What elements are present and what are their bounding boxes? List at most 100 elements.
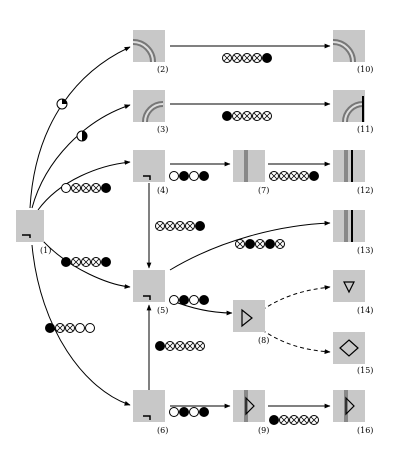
token-2-10-4: [262, 53, 272, 63]
token-cross-4-5-1-b: [166, 222, 174, 230]
corner-glyph-10-inner: [332, 41, 354, 63]
token-cross-7-12-2-b: [290, 172, 298, 180]
edge-1-6: [31, 244, 131, 406]
token-4-7-0: [169, 171, 179, 181]
token-6-9-3: [199, 407, 209, 417]
corner-glyph-3-inner: [144, 103, 164, 123]
node-12-tile: [333, 150, 365, 182]
token-cross-1-4-2-b: [82, 184, 90, 192]
token-4-7-2: [189, 171, 199, 181]
token-cross-1-6-2-b: [66, 324, 74, 332]
token-cross-6-5-4-b: [196, 342, 204, 350]
node-label-15: (15): [357, 366, 374, 375]
node-9-tile: [233, 390, 265, 422]
node-14-tile: [333, 270, 365, 302]
token-5-8-0: [169, 295, 179, 305]
node-label-14: (14): [357, 306, 374, 315]
token-cross-2-10-2-b: [243, 54, 251, 62]
token-cross-9-16-1-b: [280, 416, 288, 424]
token-cross-7-12-1-b: [280, 172, 288, 180]
edge-1-4: [37, 160, 131, 211]
token-1-5-0: [61, 257, 71, 267]
rotation-fill-1-3: [82, 131, 87, 141]
band-13: [344, 210, 348, 242]
node-label-3: (3): [157, 125, 169, 134]
triangle-glyph-16: [345, 396, 355, 416]
node-label-1: (1): [40, 246, 52, 255]
token-5-8-3: [199, 295, 209, 305]
edge-8-14: [261, 285, 331, 311]
node-label-16: (16): [357, 426, 374, 435]
node-label-6: (6): [157, 426, 169, 435]
token-9-16-0: [269, 415, 279, 425]
token-cross-4-5-0-b: [156, 222, 164, 230]
token-cross-3-11-4-b: [263, 112, 271, 120]
token-cross-7-12-3-b: [300, 172, 308, 180]
token-cross-6-5-1-b: [166, 342, 174, 350]
token-cross-1-4-1-b: [72, 184, 80, 192]
node-label-8: (8): [258, 336, 270, 345]
token-4-7-3: [199, 171, 209, 181]
node-13-tile: [333, 210, 365, 242]
token-cross-9-16-2-b: [290, 416, 298, 424]
token-7-12-4: [309, 171, 319, 181]
node-label-5: (5): [157, 306, 169, 315]
corner-mark-5: [143, 295, 151, 300]
edge-1-5: [41, 239, 131, 289]
token-5-13-1: [245, 239, 255, 249]
node-label-9: (9): [258, 426, 270, 435]
corner-mark-6: [143, 415, 151, 420]
node-label-12: (12): [357, 186, 374, 195]
edge-1-3: [31, 104, 131, 209]
node-label-11: (11): [357, 125, 374, 134]
corner-mark-4: [143, 175, 151, 180]
band-12: [344, 150, 348, 182]
token-cross-2-10-0-b: [223, 54, 231, 62]
token-4-5-4: [195, 221, 205, 231]
token-cross-6-5-2-b: [176, 342, 184, 350]
token-cross-5-13-0-b: [236, 240, 244, 248]
token-5-8-2: [189, 295, 199, 305]
token-cross-9-16-4-b: [310, 416, 318, 424]
edge-8-15: [261, 329, 331, 354]
node-label-13: (13): [357, 246, 374, 255]
diamond-glyph-15: [339, 339, 359, 357]
token-cross-2-10-3-b: [253, 54, 261, 62]
token-cross-4-5-2-b: [176, 222, 184, 230]
token-cross-5-13-2-b: [256, 240, 264, 248]
token-1-4-4: [101, 183, 111, 193]
token-1-5-4: [101, 257, 111, 267]
token-6-9-1: [179, 407, 189, 417]
token-cross-7-12-0-b: [270, 172, 278, 180]
token-cross-9-16-3-b: [300, 416, 308, 424]
band-7: [244, 150, 248, 182]
node-15-tile: [333, 332, 365, 364]
node-label-7: (7): [258, 186, 270, 195]
token-1-6-0: [45, 323, 55, 333]
token-1-6-3: [75, 323, 85, 333]
corner-glyph-2-inner: [132, 41, 154, 63]
node-label-10: (10): [357, 65, 374, 74]
token-cross-1-5-1-b: [72, 258, 80, 266]
token-cross-5-13-4-b: [276, 240, 284, 248]
token-1-4-0: [61, 183, 71, 193]
token-cross-1-5-3-b: [92, 258, 100, 266]
token-6-5-0: [155, 341, 165, 351]
node-label-4: (4): [157, 186, 169, 195]
token-cross-2-10-1-b: [233, 54, 241, 62]
token-1-6-4: [85, 323, 95, 333]
triangle-glyph-14: [343, 281, 355, 294]
token-cross-6-5-3-b: [186, 342, 194, 350]
token-cross-1-6-1-b: [56, 324, 64, 332]
token-cross-4-5-3-b: [186, 222, 194, 230]
token-6-9-0: [169, 407, 179, 417]
triangle-glyph-8: [241, 308, 253, 328]
token-cross-3-11-2-b: [243, 112, 251, 120]
node-label-2: (2): [157, 65, 169, 74]
node-7-tile: [233, 150, 265, 182]
token-6-9-2: [189, 407, 199, 417]
